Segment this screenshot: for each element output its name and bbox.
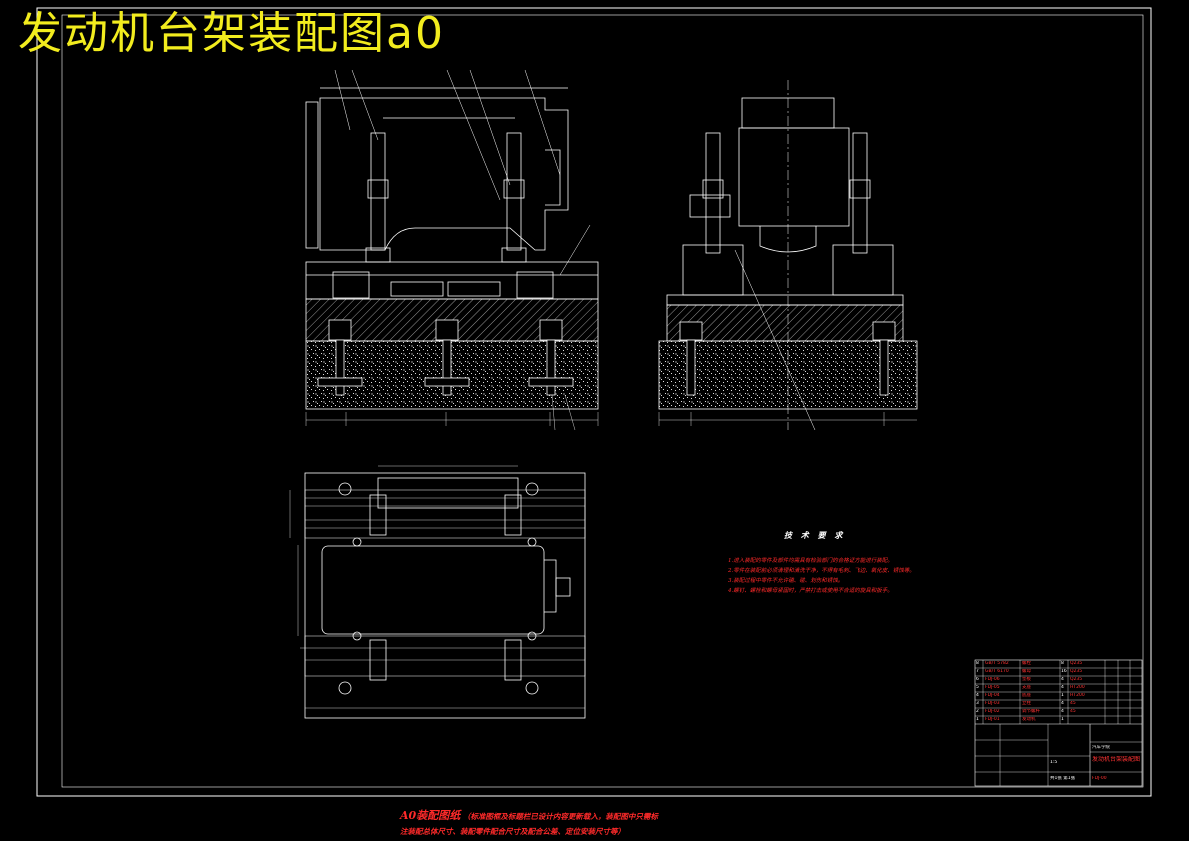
technical-requirement-item: 2.零件在装配前必须清理和清洗干净，不得有毛刺、飞边、氧化皮、锈蚀等。 (728, 568, 915, 574)
drawing-name: 发动机台架装配图 (1092, 756, 1140, 763)
technical-requirement-item: 1.进入装配的零件及部件均需具有检验部门的合格证方能进行装配。 (728, 558, 893, 564)
footnote-label: A0装配图纸 (400, 809, 461, 822)
part-no: 4 (976, 693, 979, 698)
part-material: HT200 (1070, 693, 1085, 698)
front-anchor-bolts (317, 319, 574, 396)
front-view (305, 69, 599, 300)
part-name: 发动机 (1022, 717, 1036, 722)
technical-requirement-item: 3.装配过程中零件不允许磕、碰、划伤和锈蚀。 (728, 578, 844, 584)
part-qty: 4 (1061, 685, 1064, 690)
part-qty: 8 (1061, 661, 1064, 666)
footnote: A0装配图纸 （标准图框及标题栏已设计内容更新载入，装配图中只需标 注装配总体尺… (400, 808, 830, 839)
side-anchor-bolts (679, 321, 896, 396)
part-name: 立柱 (1022, 701, 1031, 706)
part-code: FDJ-01 (985, 717, 1000, 722)
drawing-title: 发动机台架装配图a0 (18, 8, 445, 59)
side-concrete (658, 340, 918, 410)
part-material: 45 (1070, 701, 1076, 706)
technical-requirement-item: 4.螺钉、螺栓和螺母紧固时，严禁打击或使用不合适的旋具和扳手。 (728, 588, 893, 594)
part-qty: 1 (1061, 693, 1064, 698)
technical-requirements-heading: 技 术 要 求 (784, 530, 846, 540)
scale: 1:5 (1050, 760, 1058, 765)
part-no: 3 (976, 701, 979, 706)
side-dimensions (658, 412, 917, 426)
footnote-line2: 注装配总体尺寸、装配零件配合尺寸及配合公差、定位安装尺寸等） (400, 827, 625, 836)
part-name: 垫板 (1022, 677, 1031, 682)
technical-requirements-list: 1.进入装配的零件及部件均需具有检验部门的合格证方能进行装配。 2.零件在装配前… (728, 556, 915, 596)
top-view (289, 465, 586, 719)
part-code: FDJ-03 (985, 701, 1000, 706)
part-code: FDJ-05 (985, 685, 1000, 690)
front-dimensions (305, 394, 599, 431)
part-no: 6 (976, 677, 979, 682)
part-material: Q235 (1070, 661, 1083, 666)
part-no: 1 (976, 717, 979, 722)
part-no: 7 (976, 669, 979, 674)
footnote-line1: （标准图框及标题栏已设计内容更新载入，装配图中只需标 (462, 812, 658, 821)
part-qty: 4 (1061, 701, 1064, 706)
drawing-number: FDJ-00 (1092, 776, 1107, 781)
part-no: 8 (976, 661, 979, 666)
part-name: 底座 (1022, 693, 1031, 698)
part-qty: 1 (1061, 717, 1064, 722)
side-hatched-beam (666, 304, 904, 342)
part-material: HT200 (1070, 685, 1085, 690)
part-qty: 4 (1061, 677, 1064, 682)
part-code: GB/T 6170 (985, 669, 1009, 674)
part-code: FDJ-02 (985, 709, 1000, 714)
part-code: FDJ-06 (985, 677, 1000, 682)
part-name: 支座 (1022, 685, 1031, 690)
school-name: 汽车学院 (1092, 745, 1110, 750)
outer-frame (36, 7, 1152, 797)
part-name: 螺栓 (1022, 661, 1031, 666)
inner-frame (61, 14, 1144, 788)
part-no: 5 (976, 685, 979, 690)
part-no: 2 (976, 709, 979, 714)
part-qty: 16 (1061, 669, 1067, 674)
part-name: 调节螺杆 (1022, 709, 1040, 714)
part-material: Q235 (1070, 669, 1083, 674)
part-qty: 4 (1061, 709, 1064, 714)
sheet-count: 共1张 第1张 (1050, 776, 1076, 781)
part-code: GB/T 5782 (985, 661, 1009, 666)
part-material: 45 (1070, 709, 1076, 714)
part-name: 螺母 (1022, 669, 1031, 674)
title-block-grid (974, 659, 1143, 787)
part-material: Q235 (1070, 677, 1083, 682)
part-code: FDJ-04 (985, 693, 1000, 698)
